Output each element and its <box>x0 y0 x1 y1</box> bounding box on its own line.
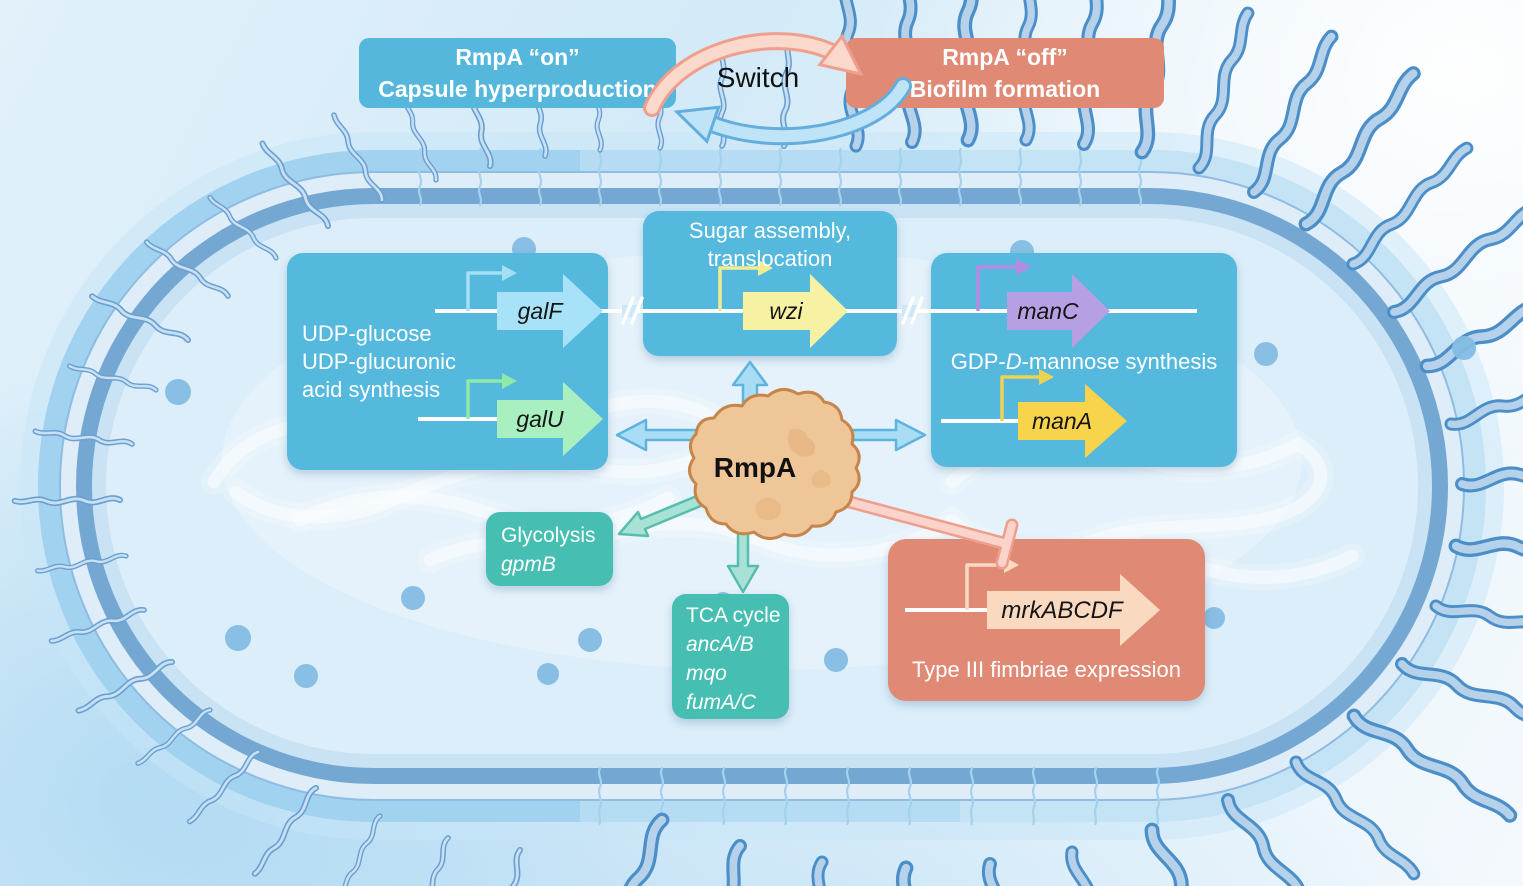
glycolysis-title: Glycolysis <box>501 524 596 547</box>
udp-caption-line1: UDP-glucose <box>302 321 432 346</box>
gdp-caption-prefix: GDP- <box>950 349 1006 374</box>
ribosome-dot <box>1452 336 1476 360</box>
ribosome-dot <box>225 625 251 651</box>
switch-label: Switch <box>716 62 800 93</box>
tca-cycle-box <box>672 594 789 719</box>
udp-caption-line2: UDP-glucuronic <box>302 349 457 374</box>
glycolysis-gene: gpmB <box>501 553 556 576</box>
tca-gene-1: ancA/B <box>686 633 754 656</box>
sugar-caption-line2: translocation <box>707 246 833 271</box>
rmpa-protein-label: RmpA <box>713 452 797 483</box>
rmpa-on-box: RmpA “on” Capsule hyperproduction <box>359 38 676 108</box>
sugar-caption-line1: Sugar assembly, <box>688 218 852 243</box>
tca-gene-2: mqo <box>686 662 727 685</box>
ribosome-dot <box>165 379 191 405</box>
ribosome-dot <box>294 664 318 688</box>
ribosome-dot <box>537 663 559 685</box>
ribosome-dot <box>1203 607 1225 629</box>
tca-caption: TCA cycle ancA/B mqo fumA/C <box>686 601 781 717</box>
ribosome-dot <box>578 628 602 652</box>
gdp-caption-suffix: -mannose synthesis <box>1021 349 1218 374</box>
tca-gene-3: fumA/C <box>686 691 757 714</box>
tca-title: TCA cycle <box>686 604 781 627</box>
ribosome-dot <box>824 648 848 672</box>
gdp-caption: GDP-D-mannose synthesis <box>931 348 1237 376</box>
gene-label-wzi: wzi <box>769 298 803 324</box>
rmpa-off-box: RmpA “off” Biofilm formation <box>846 38 1164 108</box>
gene-label-galU: galU <box>516 406 564 432</box>
sugar-caption: Sugar assembly, translocation <box>643 217 897 273</box>
ribosome-dot <box>401 586 425 610</box>
gene-label-galF: galF <box>517 298 563 324</box>
udp-caption: UDP-glucose UDP-glucuronic acid synthesi… <box>302 320 522 404</box>
glycolysis-box <box>486 512 613 586</box>
rmpa-off-subtitle: Biofilm formation <box>909 76 1101 102</box>
gene-label-manA: manA <box>1031 408 1093 434</box>
fimbriae-caption: Type III fimbriae expression <box>911 657 1181 682</box>
ribosome-dot <box>1254 342 1278 366</box>
gene-label-mrkABCDF: mrkABCDF <box>1001 597 1123 624</box>
glycolysis-caption: Glycolysis gpmB <box>501 521 596 579</box>
udp-caption-line3: acid synthesis <box>302 377 441 402</box>
rmpa-on-subtitle: Capsule hyperproduction <box>378 76 657 102</box>
gene-label-manC: manC <box>1017 298 1079 324</box>
rmpa-on-title: RmpA “on” <box>455 43 580 70</box>
rmpa-off-title: RmpA “off” <box>942 43 1068 70</box>
gdp-caption-d: D <box>1005 349 1022 374</box>
